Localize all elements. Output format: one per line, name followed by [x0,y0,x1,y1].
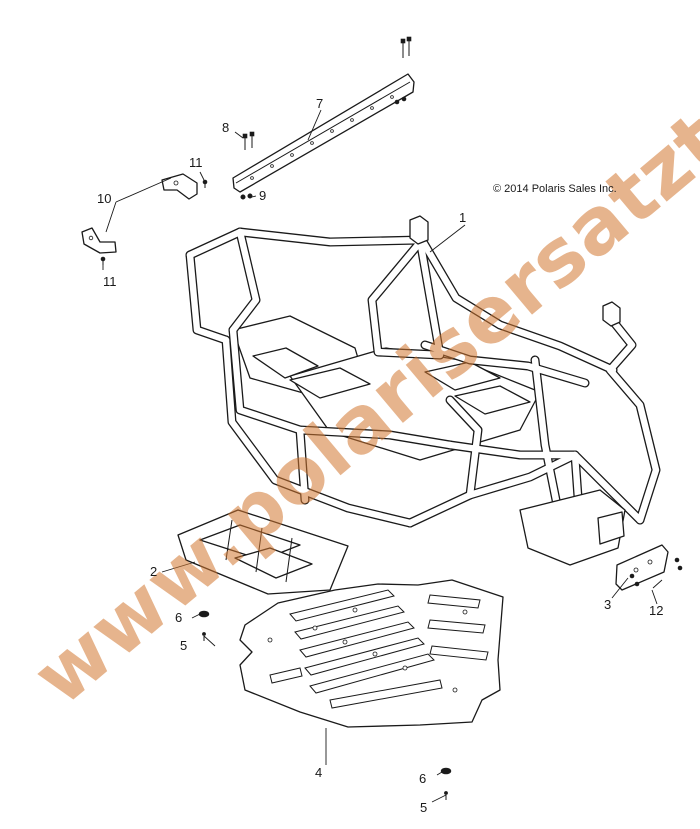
callout-6a: 6 [175,610,183,625]
callout-5a: 5 [180,638,188,653]
callout-9: 9 [259,188,267,203]
callout-10: 10 [97,191,112,206]
callout-6b: 6 [419,771,427,786]
callout-3: 3 [604,597,612,612]
callout-1: 1 [459,210,467,225]
callout-7: 7 [316,96,324,111]
callout-5b: 5 [420,800,428,815]
rail-bolts [394,36,412,105]
bolts-part-12 [629,557,683,587]
callout-8: 8 [222,120,230,135]
skid-plate-part-2 [177,509,349,595]
copyright-notice: © 2014 Polaris Sales Inc. [493,183,617,195]
chassis-frame-part-1 [185,215,661,566]
callout-2: 2 [150,564,158,579]
leader-lines [102,109,663,803]
callout-12: 12 [649,603,664,618]
washers-part-6 [198,610,452,775]
callout-11b: 11 [103,274,117,289]
skid-plate-part-4 [239,579,504,728]
bracket-part-3 [615,544,669,591]
nuts-part-9 [240,193,253,200]
bolts-part-8 [242,131,255,150]
screws-part-5 [202,632,448,800]
callout-4: 4 [315,765,323,780]
frame-rail-part-7 [232,73,415,193]
callout-11a: 11 [189,155,203,170]
brackets-part-10 [81,173,198,254]
